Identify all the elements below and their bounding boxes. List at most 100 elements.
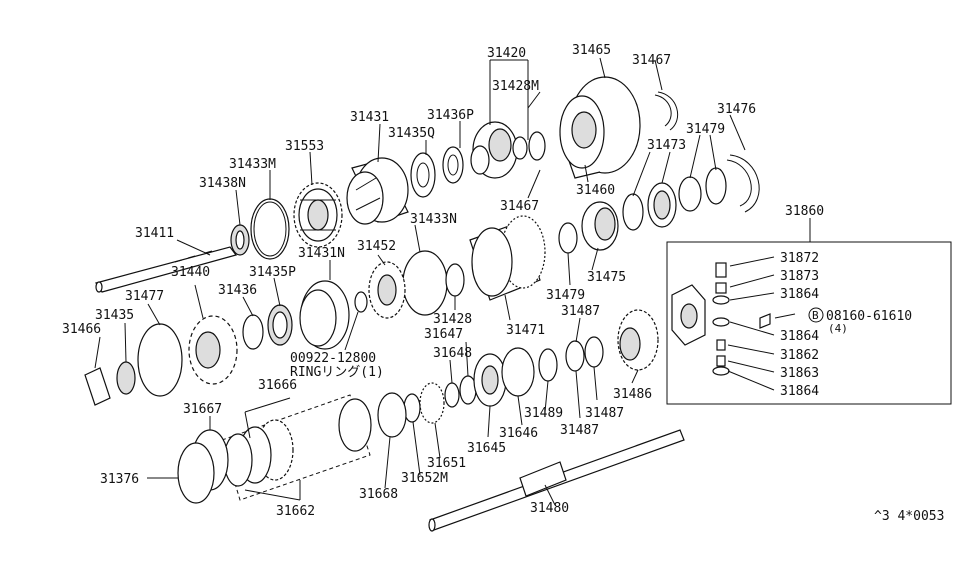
ring-part-number: 00922-12800: [290, 351, 376, 366]
label-31433m: 31433M: [229, 157, 276, 172]
leader-lines: [94, 57, 811, 506]
label-31662: 31662: [276, 504, 315, 519]
ring-31648: [444, 382, 460, 408]
label-31420: 31420: [487, 46, 526, 61]
ring-31436p: [442, 146, 464, 184]
label-31480: 31480: [530, 501, 569, 516]
bearing-31435: [116, 361, 136, 395]
label-31411: 31411: [135, 226, 174, 241]
drum-31465: [559, 76, 641, 179]
label-31646: 31646: [499, 426, 538, 441]
label-31471: 31471: [506, 323, 545, 338]
label-31647: 31647: [424, 327, 463, 342]
label-31652m: 31652M: [401, 471, 448, 486]
label-31489: 31489: [524, 406, 563, 421]
ring-31477: [137, 323, 183, 397]
label-31431: 31431: [350, 110, 389, 125]
ring-31487a: [565, 340, 585, 372]
ring-31433n: [402, 250, 448, 316]
ring-31376: [177, 442, 215, 504]
ring-31479b: [558, 222, 578, 254]
label-31667: 31667: [183, 402, 222, 417]
label-31479-bottom: 31479: [546, 288, 585, 303]
bolt-quantity: (4): [828, 322, 848, 335]
label-31428m: 31428M: [492, 79, 539, 94]
label-31873: 31873: [780, 269, 819, 284]
footer-code: ^3 4*0053: [874, 509, 944, 524]
label-31440: 31440: [171, 265, 210, 280]
label-31487-mid: 31487: [585, 406, 624, 421]
ring-label: RINGリング(1): [290, 365, 384, 380]
label-31645: 31645: [467, 441, 506, 456]
label-31452: 31452: [357, 239, 396, 254]
gear-31452: [368, 261, 406, 319]
ring-31467a: [654, 91, 679, 131]
label-31431n: 31431N: [298, 246, 345, 261]
ring-31428: [445, 263, 465, 297]
washer-31466: [84, 367, 111, 406]
label-31553: 31553: [285, 139, 324, 154]
parts-drawing: [84, 76, 952, 532]
ring-31467b: [528, 131, 546, 161]
gear-31553: [293, 182, 343, 248]
label-31666: 31666: [258, 378, 297, 393]
part-labels: 31420 31465 31467 31428M 31476 31431 314…: [62, 43, 944, 524]
carrier-31440: [188, 315, 238, 385]
label-31428: 31428: [433, 312, 472, 327]
drum-31471: [469, 215, 546, 301]
label-31648: 31648: [433, 346, 472, 361]
washer-31435q: [410, 152, 436, 198]
label-31487-bottom: 31487: [560, 423, 599, 438]
ring-31668: [377, 392, 407, 438]
label-31863: 31863: [780, 366, 819, 381]
hub-31475: [581, 201, 619, 251]
shaft-31411: [95, 246, 238, 293]
label-31467-top: 31467: [632, 53, 671, 68]
part-31651: [419, 382, 445, 424]
label-31436p: 31436P: [427, 108, 474, 123]
label-31651: 31651: [427, 456, 466, 471]
group-box-31860: [666, 241, 952, 405]
label-31668: 31668: [359, 487, 398, 502]
bolt-part-number: 08160-61610: [826, 309, 912, 324]
ring-leader: [344, 311, 359, 351]
gear-31486: [617, 309, 659, 371]
label-31465: 31465: [572, 43, 611, 58]
label-31473: 31473: [647, 138, 686, 153]
ring-31646: [501, 347, 535, 397]
label-31486: 31486: [613, 387, 652, 402]
label-31864-c: 31864: [780, 384, 819, 399]
label-31435: 31435: [95, 308, 134, 323]
bearing-31473: [622, 182, 677, 231]
label-31466: 31466: [62, 322, 101, 337]
clutch-pack-31666: [221, 394, 372, 501]
label-31435p: 31435P: [249, 265, 296, 280]
label-31467-mid: 31467: [500, 199, 539, 214]
shaft-31480: [428, 429, 685, 532]
ring-31476: [726, 154, 760, 213]
ring-31479a: [678, 176, 702, 212]
label-31475: 31475: [587, 270, 626, 285]
label-31864-b: 31864: [780, 329, 819, 344]
label-31376: 31376: [100, 472, 139, 487]
drum-31431: [346, 157, 409, 225]
ring-00922: [354, 291, 368, 313]
label-31860: 31860: [785, 204, 824, 219]
label-31435q: 31435Q: [388, 126, 435, 141]
label-31438n: 31438N: [199, 176, 246, 191]
label-31862: 31862: [780, 348, 819, 363]
carrier-31420: [470, 121, 528, 179]
ring-31487b: [584, 336, 604, 368]
valve-body-31860: [671, 262, 771, 376]
label-31436: 31436: [218, 283, 257, 298]
bearing-31438n: [230, 224, 250, 256]
label-31487-top: 31487: [561, 304, 600, 319]
bolt-symbol: B: [812, 309, 819, 322]
drum-31431n: [299, 280, 350, 350]
ring-31433m: [250, 198, 290, 260]
label-31872: 31872: [780, 251, 819, 266]
label-31460: 31460: [576, 183, 615, 198]
label-31476: 31476: [717, 102, 756, 117]
